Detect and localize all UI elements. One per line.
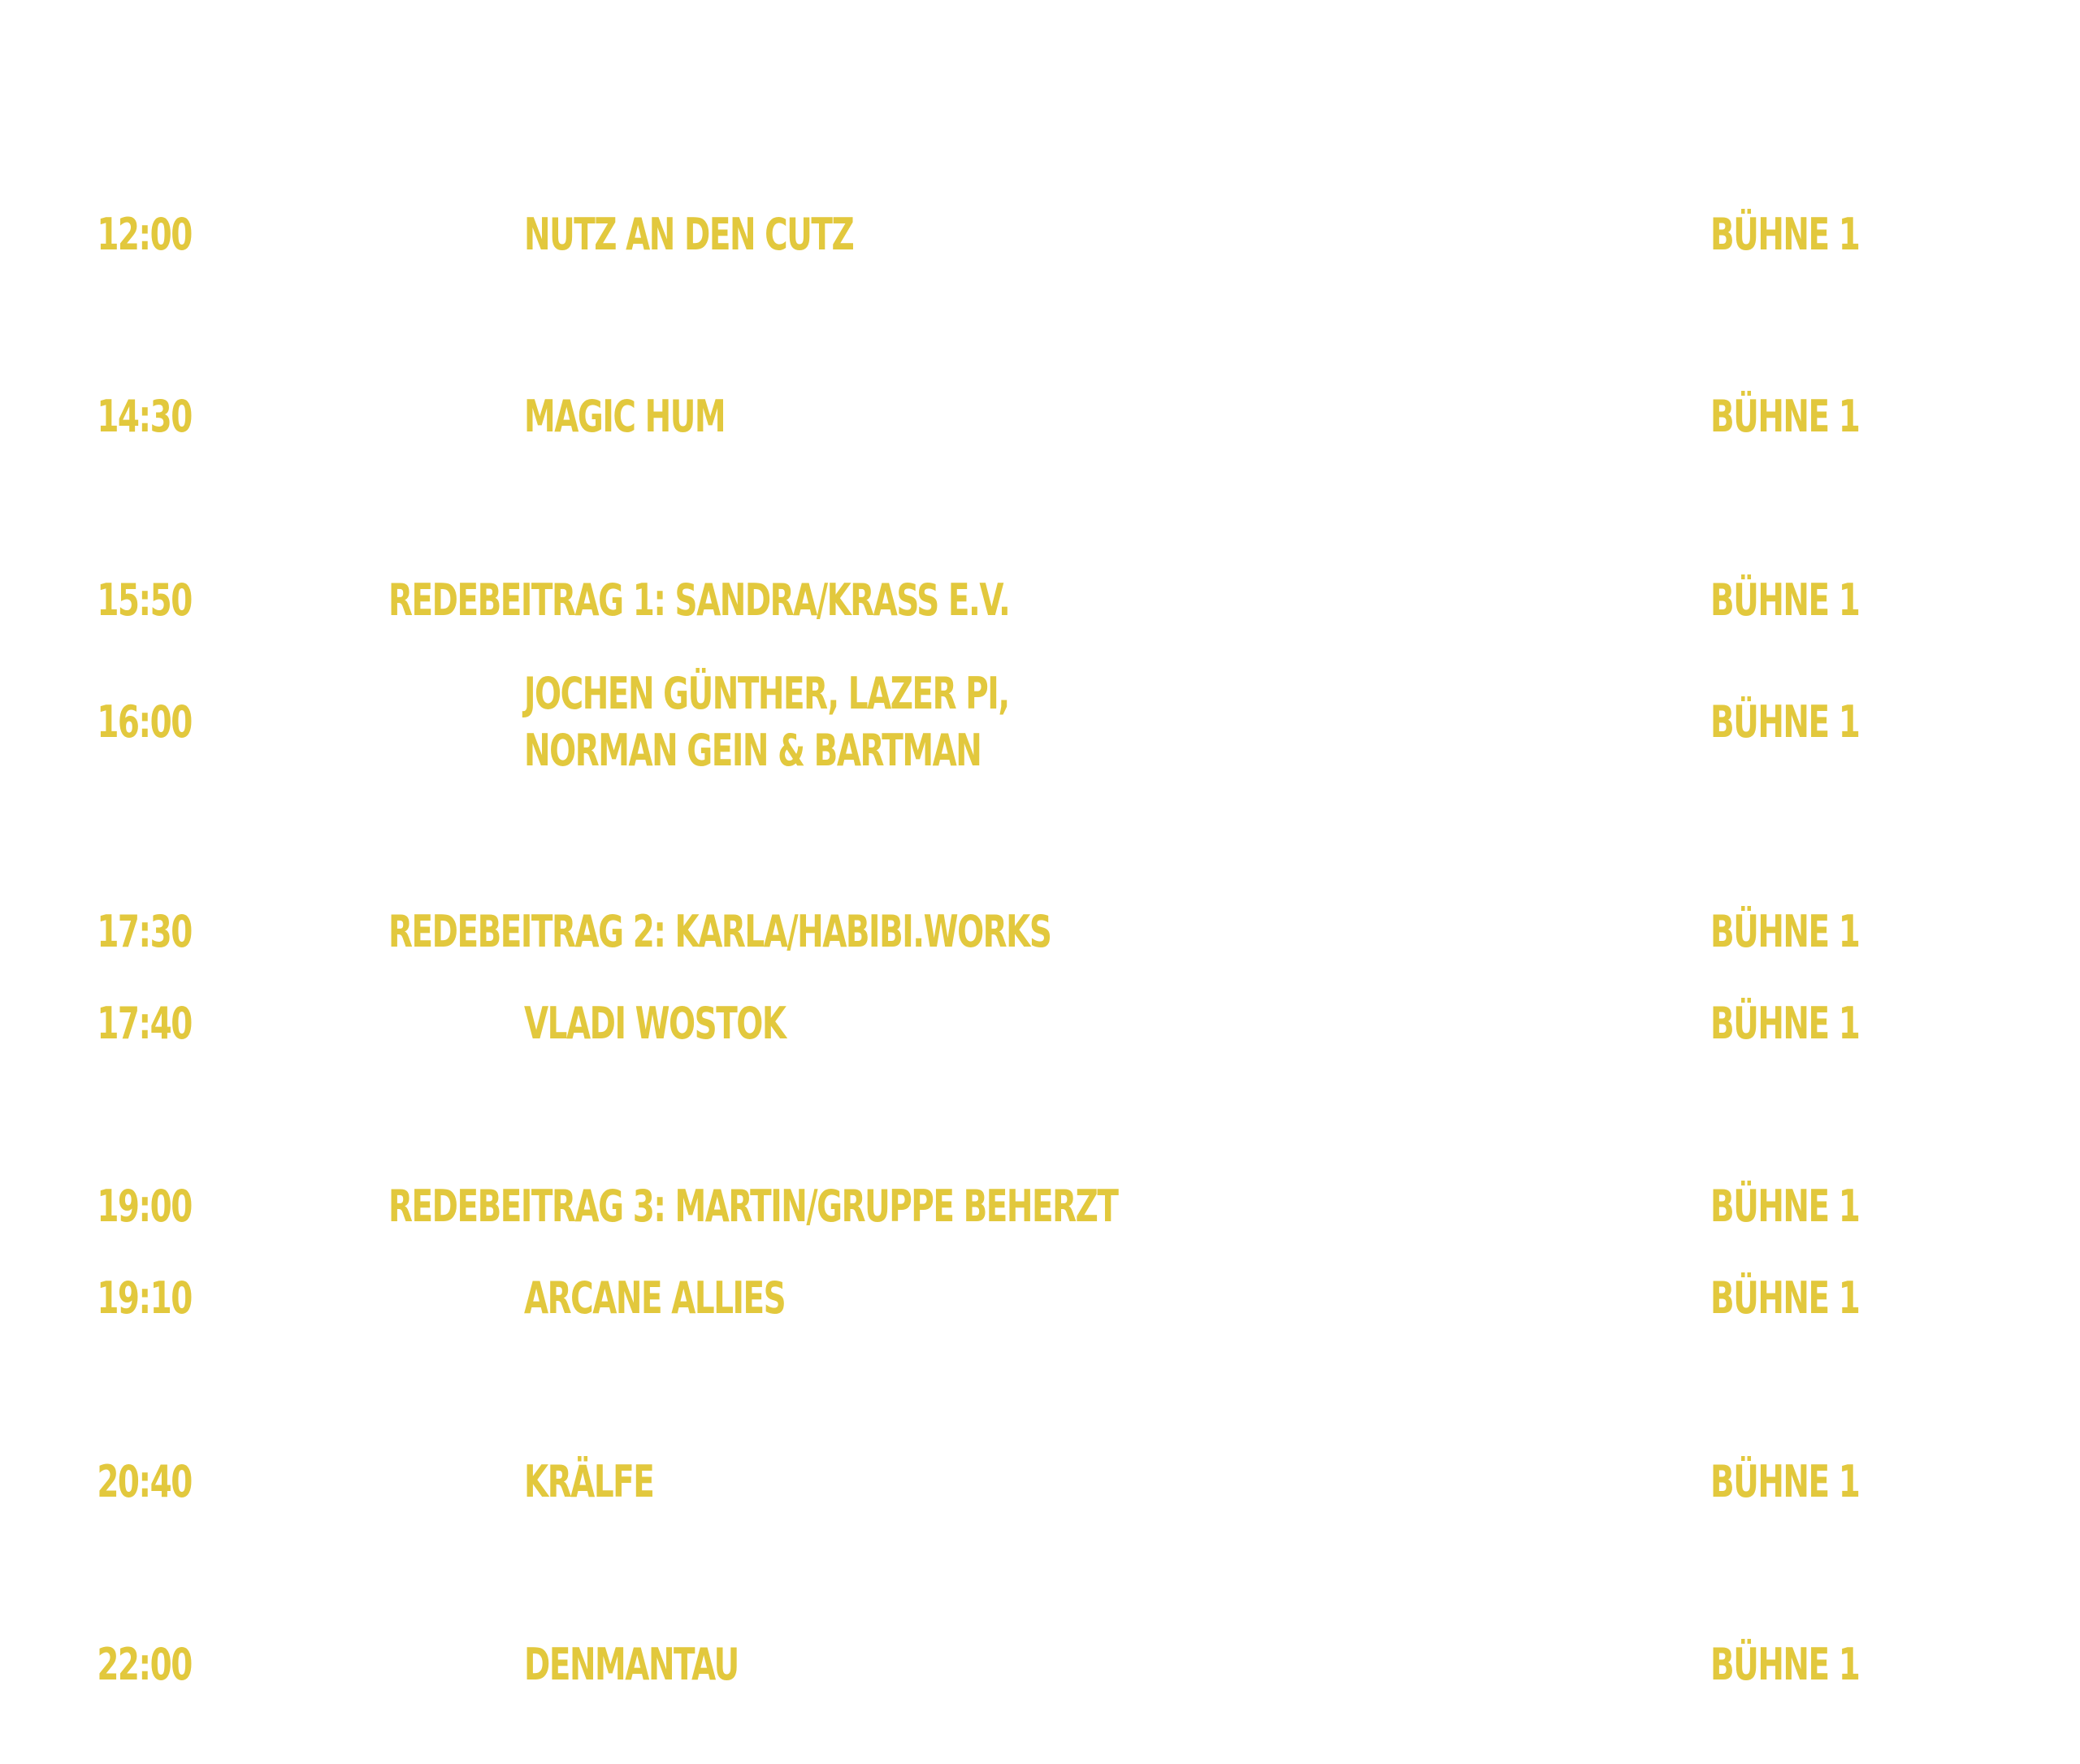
act-name: Vladi Wostok xyxy=(524,998,786,1049)
schedule-row: 17:40 Vladi Wostok Bühne 1 xyxy=(0,995,2080,1052)
time-slot: 14:30 xyxy=(97,391,193,442)
stage-label: Bühne 1 xyxy=(1710,1456,1861,1507)
schedule-row: 20:40 Krälfe Bühne 1 xyxy=(0,1454,2080,1510)
act-name: Arcane Allies xyxy=(524,1272,786,1324)
schedule-row: 15:50 Redebeitrag 1: Sandra/KRASS e.V. B… xyxy=(0,572,2080,629)
stage-label: Bühne 1 xyxy=(1710,906,1861,957)
talk-name: Redebeitrag 1: Sandra/KRASS e.V. xyxy=(388,574,1011,626)
time-slot: 15:50 xyxy=(97,574,193,626)
stage-label: Bühne 1 xyxy=(1710,209,1861,260)
stage-label: Bühne 1 xyxy=(1710,1639,1861,1690)
talk-name: Redebeitrag 3: Martin/Gruppe Beherzt xyxy=(388,1181,1119,1232)
act-name: Denmantau xyxy=(524,1639,739,1690)
act-name: Krälfe xyxy=(524,1456,655,1507)
act-name: Jochen Günther, Lazer Pi, Norman Gein & … xyxy=(524,665,1010,779)
stage-label: Bühne 1 xyxy=(1710,574,1861,626)
time-slot: 19:10 xyxy=(97,1272,193,1324)
stage-label: Bühne 1 xyxy=(1710,1272,1861,1324)
schedule-row: 14:30 Magic Hum Bühne 1 xyxy=(0,388,2080,445)
stage-label: Bühne 1 xyxy=(1710,391,1861,442)
schedule-row: 19:00 Redebeitrag 3: Martin/Gruppe Beher… xyxy=(0,1178,2080,1235)
time-slot: 17:40 xyxy=(97,998,193,1049)
time-slot: 16:00 xyxy=(97,696,193,748)
stage-label: Bühne 1 xyxy=(1710,1181,1861,1232)
act-name: Magic Hum xyxy=(524,391,726,442)
time-slot: 19:00 xyxy=(97,1181,193,1232)
stage-label: Bühne 1 xyxy=(1710,696,1861,748)
schedule-row: 17:30 Redebeitrag 2: Karla/habibi.works … xyxy=(0,904,2080,960)
schedule-row: 16:00 Jochen Günther, Lazer Pi, Norman G… xyxy=(0,665,2080,779)
stage-label: Bühne 1 xyxy=(1710,998,1861,1049)
time-slot: 22:00 xyxy=(97,1639,193,1690)
act-name: Nutz an den Cutz xyxy=(524,209,855,260)
talk-name: Redebeitrag 2: Karla/habibi.works xyxy=(388,906,1052,957)
act-name-line-1: Jochen Günther, Lazer Pi, xyxy=(524,668,1010,719)
schedule-row: 12:00 Nutz an den Cutz Bühne 1 xyxy=(0,206,2080,263)
schedule-row: 19:10 Arcane Allies Bühne 1 xyxy=(0,1270,2080,1327)
time-slot: 12:00 xyxy=(97,209,193,260)
act-name-line-2: Norman Gein & Bartman xyxy=(524,725,982,776)
schedule-row: 22:00 Denmantau Bühne 1 xyxy=(0,1636,2080,1693)
time-slot: 20:40 xyxy=(97,1456,193,1507)
time-slot: 17:30 xyxy=(97,906,193,957)
